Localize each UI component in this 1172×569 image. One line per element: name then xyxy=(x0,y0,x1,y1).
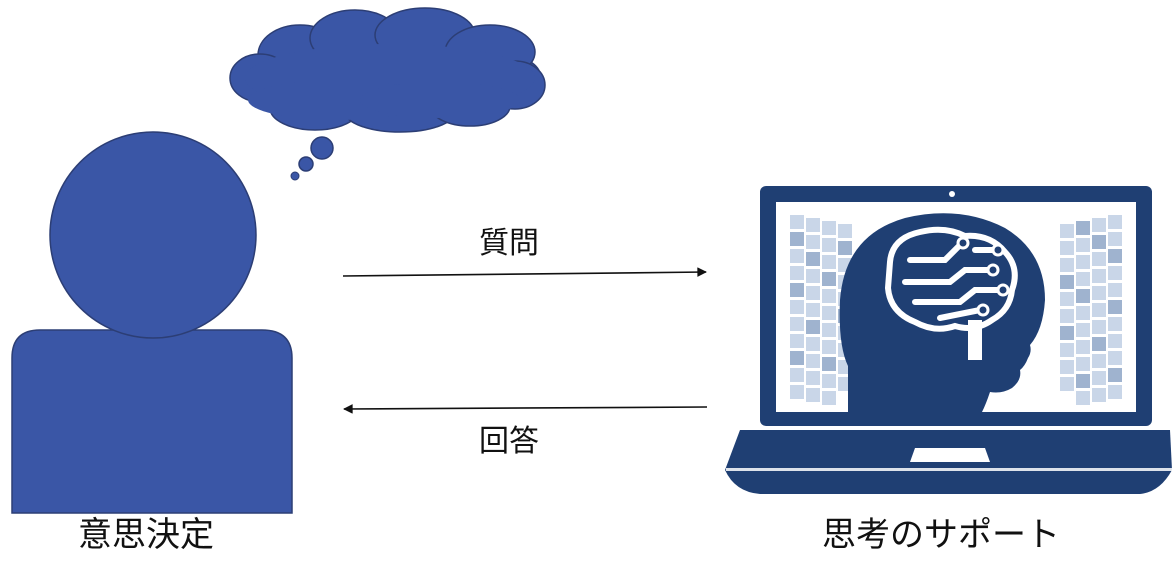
response-arrow xyxy=(343,404,708,414)
head-silhouette xyxy=(839,213,1045,412)
brain-nodes xyxy=(956,236,1010,317)
thought-bubble-icon xyxy=(229,7,546,181)
arrow-label-answer: 回答 xyxy=(479,424,539,459)
arrow-label-question: 質問 xyxy=(479,226,539,261)
person-label: 意思決定 xyxy=(78,515,214,555)
brain-circuit xyxy=(884,226,1018,332)
person-icon xyxy=(11,131,293,514)
request-arrow xyxy=(342,267,707,277)
screen-tiles-right xyxy=(1060,215,1122,405)
laptop-ai-brain-icon xyxy=(725,186,1172,494)
trackpad xyxy=(910,448,990,462)
computer-label: 思考のサポート xyxy=(822,515,1060,555)
